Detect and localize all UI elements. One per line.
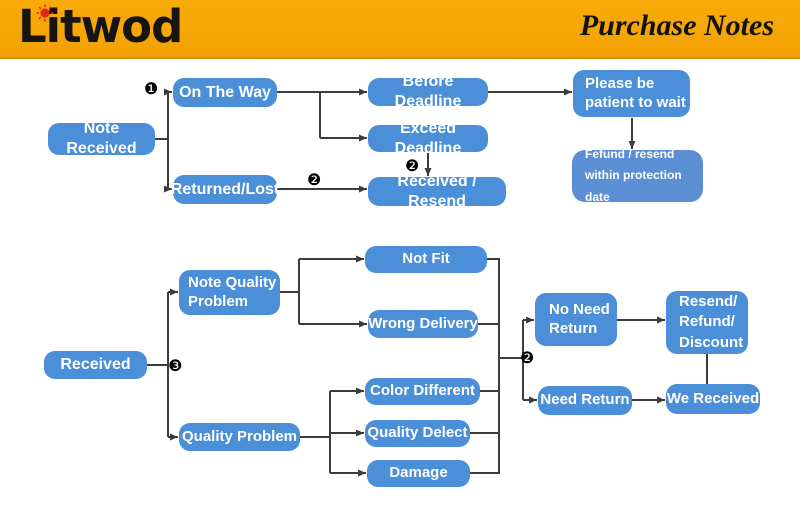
node-quality-delect: Quality Delect <box>365 420 470 447</box>
node-on-the-way: On The Way <box>173 78 277 107</box>
node-please-wait: Please be patient to wait <box>573 70 690 117</box>
step-marker-2b: ❷ <box>405 156 420 175</box>
node-resend-refund-discount: Resend/ Refund/ Discount <box>666 291 748 354</box>
step-marker-2c: ❷ <box>520 348 535 367</box>
node-exceed-deadline: Exceed Deadline <box>368 120 488 157</box>
node-quality-problem: Quality Problem <box>179 423 300 451</box>
node-damage: Damage <box>367 460 470 487</box>
node-note-received: Note Received <box>48 120 155 157</box>
node-not-fit: Not Fit <box>365 246 487 273</box>
node-wrong-delivery: Wrong Delivery <box>368 310 478 338</box>
node-before-deadline: Before Deadline <box>368 73 488 110</box>
page-title: Purchase Notes <box>579 9 774 42</box>
step-marker-2a: ❷ <box>307 170 322 189</box>
node-note-quality-problem: Note Quality Problem <box>179 270 280 315</box>
node-need-return: Need Return <box>538 386 632 415</box>
node-color-different: Color Different <box>365 378 480 405</box>
step-marker-1: ❶ <box>144 79 159 98</box>
node-returned-lost: Returned/Lost <box>171 175 279 204</box>
sun-icon <box>36 4 54 22</box>
node-refund-protection: Fefund / resend within protection date <box>572 147 703 204</box>
node-no-need-return: No Need Return <box>535 293 617 346</box>
header-banner: Litwod Purchase Notes <box>0 0 800 59</box>
node-received-resend: Recelved / Resend <box>368 173 506 210</box>
step-marker-3: ❸ <box>168 356 183 375</box>
node-we-received: We Received <box>666 384 760 414</box>
node-received: Received <box>44 351 147 379</box>
